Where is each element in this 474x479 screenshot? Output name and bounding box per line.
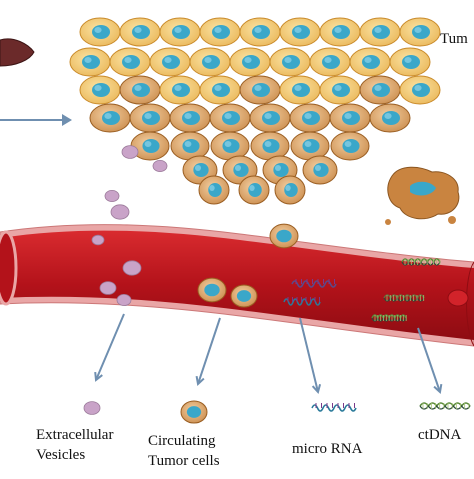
tumor-cell: [359, 17, 401, 47]
tumor-cell: [238, 175, 270, 205]
vesicle-icon: [91, 234, 105, 246]
tumor-cell: [129, 103, 171, 133]
circulating-tumor-cells-label-line1: Circulating: [148, 433, 216, 449]
tumor-cell: [79, 75, 121, 105]
tumor-cell: [229, 47, 271, 77]
tumor-cell: [329, 103, 371, 133]
vesicle-icon: [121, 145, 139, 159]
organ-arrow: [0, 114, 72, 126]
tumor-cell: [269, 47, 311, 77]
tumor-cell: [69, 47, 111, 77]
dna-helix-icon: [419, 402, 471, 410]
tumor-cell: [159, 17, 201, 47]
tumor-cell: [359, 75, 401, 105]
tumor-cell: [169, 103, 211, 133]
rna-strand-icon: [311, 403, 357, 412]
tumor-cell: [369, 103, 411, 133]
dna-helix-icon: [371, 314, 407, 322]
tumor-cell: [399, 17, 441, 47]
dead-cell-icon: [385, 166, 460, 225]
tumor-cell: [89, 103, 131, 133]
rna-strand-icon: [283, 297, 321, 306]
tumor-cell: [198, 175, 230, 205]
extracellular-vesicles-label-line1: Extracellular: [36, 427, 114, 443]
tumor-cell: [159, 75, 201, 105]
vesicle-icon: [116, 293, 132, 306]
tumor-cell: [250, 131, 290, 161]
tumor-cell: [289, 103, 331, 133]
tumor-cell: [189, 47, 231, 77]
tumor-cell: [130, 131, 170, 161]
tumor-cell: [209, 103, 251, 133]
circulating-tumor-cells-label-line2: Tumor cells: [148, 453, 220, 469]
tumor-cell: [319, 17, 361, 47]
tumor-cell: [149, 47, 191, 77]
dna-helix-group: [371, 258, 471, 410]
red-blood-cell-icon: [447, 289, 469, 307]
tumor-tissue-icon: [69, 17, 441, 205]
vesicle-icon: [104, 189, 120, 202]
circulating-tumor-cell-icon: [230, 284, 258, 308]
circulating-tumor-cell-icon: [180, 400, 208, 424]
down-arrow-icon: [299, 317, 322, 395]
circulating-tumor-cell-icon: [269, 223, 299, 249]
tumor-cell: [274, 175, 306, 205]
tumor-cell: [79, 17, 121, 47]
tumor-cell: [399, 75, 441, 105]
tumor-label: Tum: [440, 31, 468, 47]
down-arrow-icon: [417, 327, 443, 394]
tumor-cell: [119, 75, 161, 105]
tumor-cell: [199, 75, 241, 105]
tumor-cell: [290, 131, 330, 161]
arrow-group: [94, 313, 443, 395]
tumor-cell: [309, 47, 351, 77]
tumor-cell: [279, 75, 321, 105]
down-arrow-icon: [94, 313, 125, 382]
dna-helix-icon: [401, 258, 441, 266]
tumor-cell: [199, 17, 241, 47]
tumor-cell: [239, 17, 281, 47]
extracellular-vesicles-label-line2: Vesicles: [36, 447, 86, 463]
tumor-cell: [249, 103, 291, 133]
vesicle-icon: [110, 204, 130, 220]
circulating-tumor-cell-icon: [197, 277, 227, 303]
tumor-cell: [389, 47, 431, 77]
blood-vessel-icon: [0, 224, 474, 347]
micro-rna-label: micro RNA: [292, 441, 363, 457]
tumor-cell: [330, 131, 370, 161]
tumor-cell: [109, 47, 151, 77]
vesicle-icon: [99, 281, 117, 295]
ctdna-label: ctDNA: [418, 427, 462, 443]
tumor-cell: [319, 75, 361, 105]
organ-icon: [0, 38, 35, 67]
vesicle-group: [83, 145, 168, 415]
circulating-tumor-cell-group: [180, 223, 299, 424]
tumor-cell: [119, 17, 161, 47]
vesicle-icon: [83, 401, 101, 415]
rna-strand-icon: [291, 279, 337, 288]
tumor-cell: [349, 47, 391, 77]
tumor-cell: [210, 131, 250, 161]
tumor-cell: [279, 17, 321, 47]
down-arrow-icon: [195, 317, 221, 386]
tumor-cell: [302, 155, 338, 185]
vesicle-icon: [122, 260, 142, 276]
rna-strand-group: [283, 279, 357, 412]
dna-helix-icon: [383, 294, 425, 302]
vesicle-icon: [152, 159, 168, 172]
tumor-cell: [239, 75, 281, 105]
